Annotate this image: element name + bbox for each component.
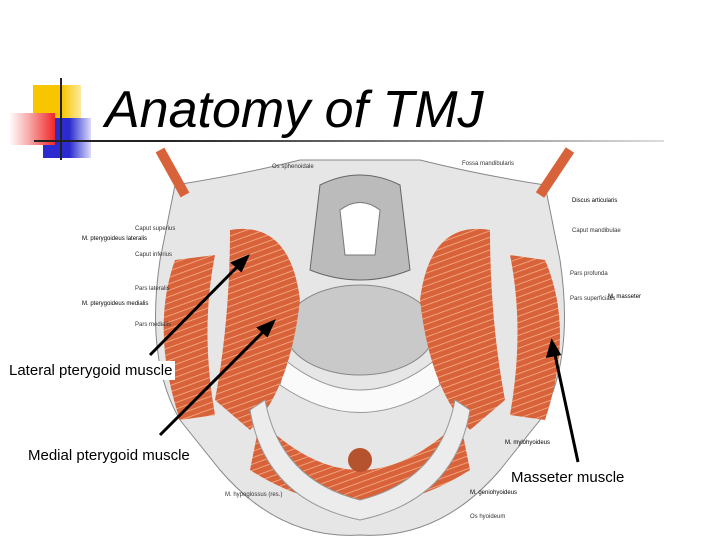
label-pars-superficialis: Pars superficialis — [570, 296, 615, 302]
decor-red-square — [9, 113, 55, 145]
callout-medial-pterygoid: Medial pterygoid muscle — [25, 446, 193, 465]
callout-masseter: Masseter muscle — [508, 468, 628, 487]
label-m-mylohyoideus: M. mylohyoideus — [505, 440, 550, 446]
right-pterygoid — [420, 228, 505, 430]
label-pars-medialis: Pars medialis — [135, 322, 171, 328]
hyoid-bone — [249, 399, 471, 521]
label-m-geniohyoideus: M. geniohyoideus — [470, 490, 517, 496]
label-fossa: Fossa mandibularis — [462, 161, 514, 167]
arrow-lateral-pterygoid — [148, 260, 244, 357]
arrow-medial-pterygoid — [158, 325, 270, 437]
label-caput-superius: Caput superius — [135, 226, 175, 232]
left-masseter — [163, 255, 215, 420]
slide-title: Anatomy of TMJ — [105, 81, 484, 139]
label-m-ptery-lateralis: M. pterygoideus lateralis — [82, 236, 147, 242]
label-discus: Discus articularis — [572, 198, 617, 204]
callout-lateral-pterygoid: Lateral pterygoid muscle — [6, 361, 176, 380]
right-masseter — [510, 255, 560, 420]
label-m-hypoglossus: M. hypoglossus (res.) — [225, 492, 282, 498]
label-os-hyoideum: Os hyoideum — [470, 514, 505, 520]
label-caput-mandibulae: Caput mandibulae — [572, 228, 621, 234]
label-m-masseter: M. masseter — [608, 294, 641, 300]
decor-horizontal-line — [34, 140, 664, 142]
label-caput-inferius: Caput inferius — [135, 252, 172, 258]
teeth — [279, 359, 441, 413]
label-pars-lateralis: Pars lateralis — [135, 286, 170, 292]
palate — [284, 284, 436, 376]
left-pterygoid — [215, 228, 300, 430]
label-os-sphenoidale: Os sphenoidale — [272, 164, 314, 170]
decor-vertical-line — [60, 78, 62, 160]
arrow-masseter — [552, 349, 580, 463]
label-pars-profunda: Pars profunda — [570, 271, 608, 277]
label-m-ptery-medialis: M. pterygoideus medialis — [82, 301, 148, 307]
